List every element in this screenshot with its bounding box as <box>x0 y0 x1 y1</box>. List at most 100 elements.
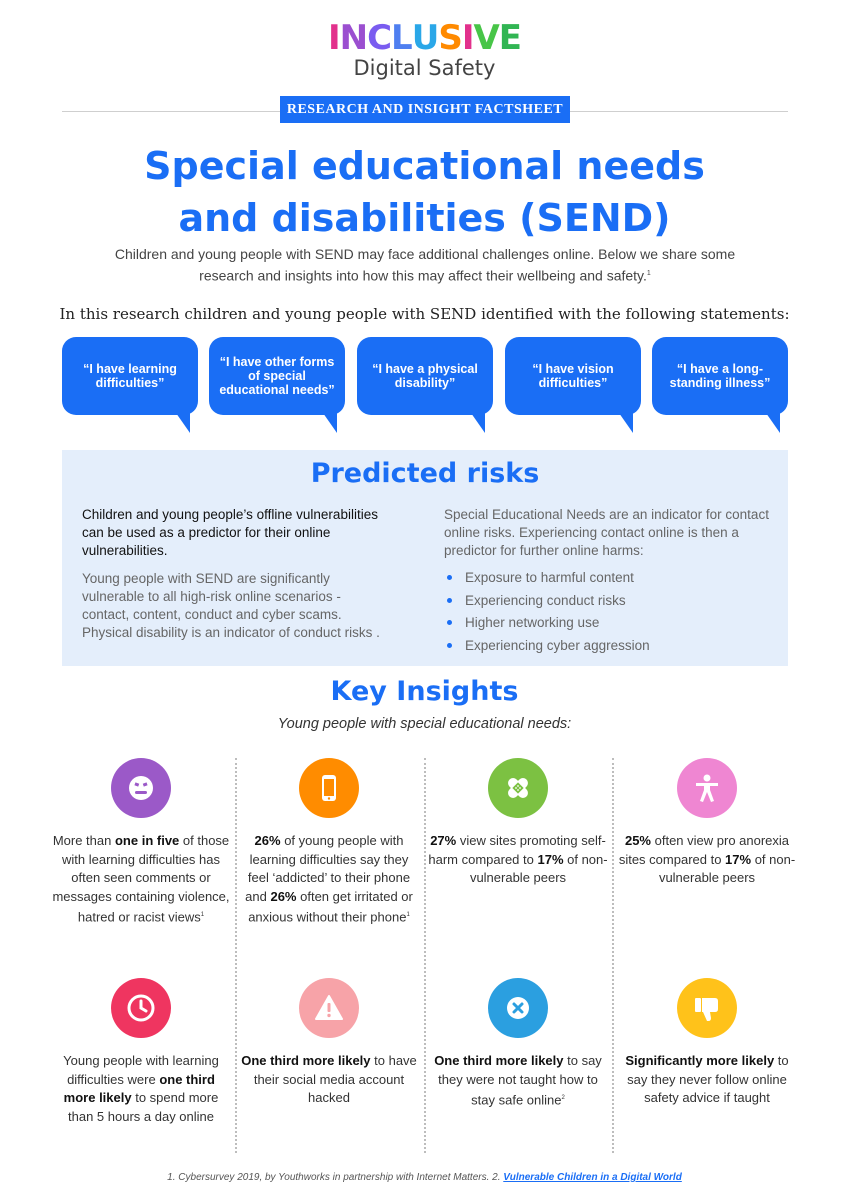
column-divider <box>612 758 614 1153</box>
insight-text: One third more likely to say they were n… <box>428 1052 608 1110</box>
risk-list-item: Exposure to harmful content <box>444 567 774 590</box>
thumbs-down-icon <box>677 978 737 1038</box>
insight-highlight: One third more likely <box>434 1053 564 1068</box>
factsheet-tag: RESEARCH AND INSIGHT FACTSHEET <box>280 96 570 123</box>
angry-face-icon <box>111 758 171 818</box>
insight-text-part: view sites promoting self-harm compared … <box>428 833 606 867</box>
insight-text-part: of non-vulnerable peers <box>469 851 608 886</box>
intro-line-1: Children and young people with SEND may … <box>114 246 736 262</box>
logo-letter: L <box>391 18 413 58</box>
person-icon <box>677 758 737 818</box>
insight-text-part: often get irritated or anxious without t… <box>248 888 413 925</box>
insight-text-part: Young people with learning difficulties … <box>63 1053 219 1087</box>
warning-icon <box>299 978 359 1038</box>
bandage-icon <box>488 758 548 818</box>
logo-letter: S <box>438 18 462 58</box>
logo-letter: U <box>411 18 440 58</box>
predicted-risks-right: Special Educational Needs are an indicat… <box>444 506 774 657</box>
insight-card: 25% often view pro anorexia sites compar… <box>617 758 797 888</box>
insight-highlight: 17% <box>537 851 564 867</box>
insight-text-part: of those with learning difficulties has … <box>52 833 230 925</box>
insight-text-part: to say they never follow online safety a… <box>627 1053 789 1106</box>
statement-bubbles: “I have learning difficulties” “I have o… <box>62 337 788 437</box>
insight-text: 25% often view pro anorexia sites compar… <box>617 832 797 888</box>
insight-card: Young people with learning difficulties … <box>51 978 231 1126</box>
insight-highlight: 25% <box>624 833 651 848</box>
insight-highlight: One third more likely <box>241 1053 371 1068</box>
column-divider <box>235 758 237 1153</box>
insight-card: 26% of young people with learning diffic… <box>239 758 419 927</box>
clock-icon <box>111 978 171 1038</box>
insight-text: Young people with learning difficulties … <box>51 1052 231 1126</box>
insight-text: Significantly more likely to say they ne… <box>617 1052 797 1108</box>
insight-card: One third more likely to say they were n… <box>428 978 608 1110</box>
risk-list-item: Experiencing cyber aggression <box>444 635 774 658</box>
speech-bubble: “I have vision difficulties” <box>505 337 641 433</box>
insight-footnote-ref: 1 <box>406 912 410 919</box>
insight-text: More than one in five of those with lear… <box>51 832 231 927</box>
insight-text: One third more likely to have their soci… <box>239 1052 419 1108</box>
predicted-risks-title: Predicted risks <box>310 458 540 489</box>
key-insights-title: Key Insights <box>330 676 519 707</box>
insight-text: 27% view sites promoting self-harm compa… <box>428 832 608 888</box>
speech-bubble-text: “I have vision difficulties” <box>532 362 614 390</box>
speech-bubble: “I have other forms of special education… <box>209 337 345 433</box>
insight-highlight: 26% <box>254 833 281 848</box>
insight-card: Significantly more likely to say they ne… <box>617 978 797 1108</box>
x-circle-icon <box>488 978 548 1038</box>
page-title-line-2: and disabilities (SEND) <box>178 196 671 240</box>
speech-bubble: “I have a physical disability” <box>357 337 493 433</box>
intro-line-2: research and insights into how this may … <box>199 267 647 284</box>
insight-text: 26% of young people with learning diffic… <box>239 832 419 927</box>
logo-letter: I <box>327 18 341 58</box>
insight-text-part: often view pro anorexia sites compared t… <box>618 833 790 867</box>
logo-subtitle: Digital Safety <box>353 56 496 80</box>
predicted-risks-intro: Special Educational Needs are an indicat… <box>444 507 769 558</box>
logo-letter: V <box>473 18 499 58</box>
logo-letter: N <box>339 18 368 58</box>
predicted-risks-lead: Children and young people’s offline vuln… <box>82 507 378 558</box>
predicted-risks-detail: Young people with SEND are significantly… <box>82 571 380 640</box>
speech-bubble: “I have a long-standing illness” <box>652 337 788 433</box>
logo-wordmark: INCLUSIVE <box>0 18 849 58</box>
footnote-text: 1. Cybersurvey 2019, by Youthworks in pa… <box>167 1172 504 1183</box>
insight-text-part: to have their social media account hacke… <box>253 1053 417 1106</box>
insight-text-part: of young people with learning difficulti… <box>245 833 411 904</box>
insight-text-part: of non-vulnerable peers <box>658 851 796 886</box>
insight-highlight: 26% <box>270 888 297 904</box>
footnote: 1. Cybersurvey 2019, by Youthworks in pa… <box>0 1172 849 1183</box>
risk-list-item: Higher networking use <box>444 612 774 635</box>
insight-card: One third more likely to have their soci… <box>239 978 419 1108</box>
logo-letter: I <box>461 18 475 58</box>
footnote-link[interactable]: Vulnerable Children in a Digital World <box>503 1172 682 1183</box>
speech-bubble-text: “I have a long-standing illness” <box>669 362 771 390</box>
insight-card: 27% view sites promoting self-harm compa… <box>428 758 608 888</box>
insight-text-part: to say they were not taught how to stay … <box>438 1053 602 1108</box>
logo-letter: E <box>498 18 522 58</box>
key-insights-subtitle: Young people with special educational ne… <box>277 716 572 732</box>
insight-highlight: one in five <box>114 833 180 848</box>
insight-highlight: one third more likely <box>63 1071 215 1106</box>
statements-heading: In this research children and young peop… <box>59 305 790 323</box>
page-title: Special educational needs and disabiliti… <box>0 140 849 244</box>
logo-letter: C <box>367 18 392 58</box>
insight-text-part: to spend more than 5 hours a day online <box>68 1090 219 1124</box>
predicted-risks-left: Children and young people’s offline vuln… <box>82 506 382 642</box>
column-divider <box>424 758 426 1153</box>
speech-bubble-text: “I have other forms of special education… <box>219 355 335 397</box>
insight-text-part: More than <box>52 833 115 848</box>
insight-highlight: 27% <box>430 833 457 848</box>
insight-card: More than one in five of those with lear… <box>51 758 231 927</box>
predicted-risks-panel: Predicted risks Children and young peopl… <box>62 450 788 666</box>
intro-text: Children and young people with SEND may … <box>90 245 760 286</box>
phone-icon <box>299 758 359 818</box>
page-title-line-1: Special educational needs <box>144 144 705 188</box>
risk-list: Exposure to harmful content Experiencing… <box>444 567 774 657</box>
intro-footnote-ref: 1 <box>646 270 651 277</box>
logo: INCLUSIVE Digital Safety <box>0 18 849 80</box>
risk-list-item: Experiencing conduct risks <box>444 590 774 613</box>
insight-highlight: 17% <box>725 851 752 867</box>
insight-highlight: Significantly more likely <box>625 1053 775 1068</box>
speech-bubble: “I have learning difficulties” <box>62 337 198 433</box>
insight-footnote-ref: 2 <box>561 1095 565 1102</box>
